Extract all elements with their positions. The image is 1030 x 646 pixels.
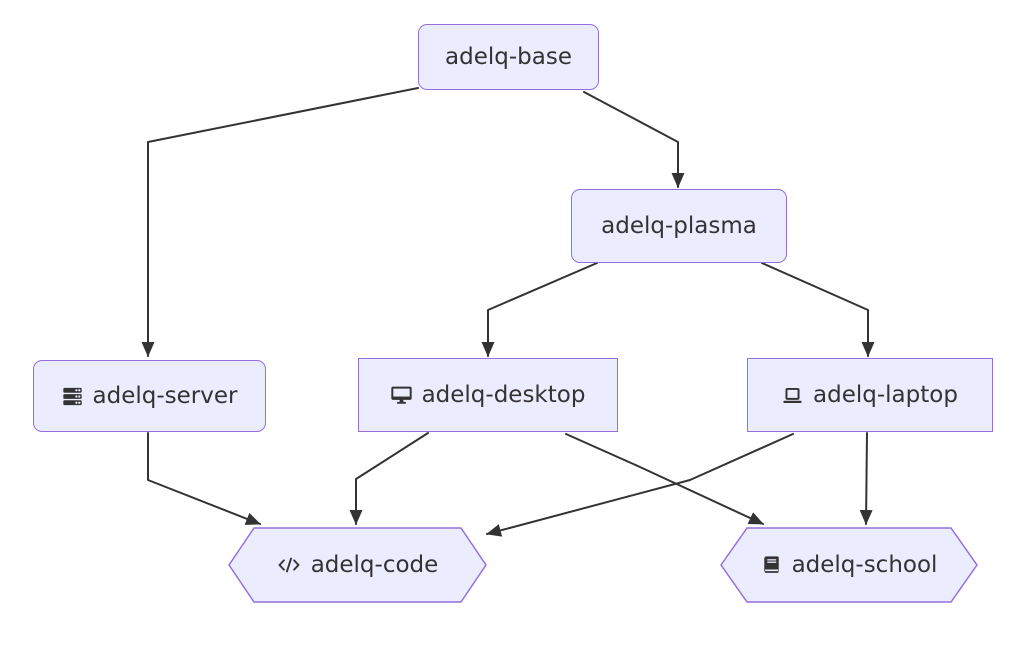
edge-desktop-school [565, 433, 764, 525]
node-label: adelq-school [791, 552, 938, 578]
hexagon-shape [228, 527, 487, 603]
edge-plasma-laptop [761, 262, 875, 357]
book-icon [761, 555, 782, 576]
node-label: adelq-plasma [601, 213, 757, 239]
node-adelq-desktop: adelq-desktop [358, 358, 618, 432]
edge-plasma-desktop [481, 262, 598, 357]
edge-base-plasma [583, 91, 685, 188]
node-adelq-base: adelq-base [418, 24, 599, 90]
edge-laptop-code [486, 433, 794, 537]
node-adelq-laptop: adelq-laptop [747, 358, 993, 432]
node-adelq-school: adelq-school [720, 527, 978, 603]
node-label: adelq-server [92, 383, 238, 409]
node-label: adelq-code [310, 552, 439, 578]
node-label: adelq-desktop [421, 382, 586, 408]
edge-laptop-school [859, 432, 873, 525]
node-adelq-server: adelq-server [33, 360, 266, 432]
edge-base-server [141, 87, 419, 357]
server-icon [62, 386, 83, 407]
edge-server-code [147, 432, 261, 525]
edge-desktop-code [349, 432, 429, 525]
node-adelq-code: adelq-code [228, 527, 487, 603]
node-label: adelq-laptop [813, 382, 958, 408]
hexagon-shape [720, 527, 978, 603]
laptop-icon [782, 385, 803, 406]
desktop-icon [390, 385, 412, 406]
node-label: adelq-base [445, 44, 572, 70]
code-icon [277, 556, 301, 574]
node-adelq-plasma: adelq-plasma [571, 189, 787, 263]
